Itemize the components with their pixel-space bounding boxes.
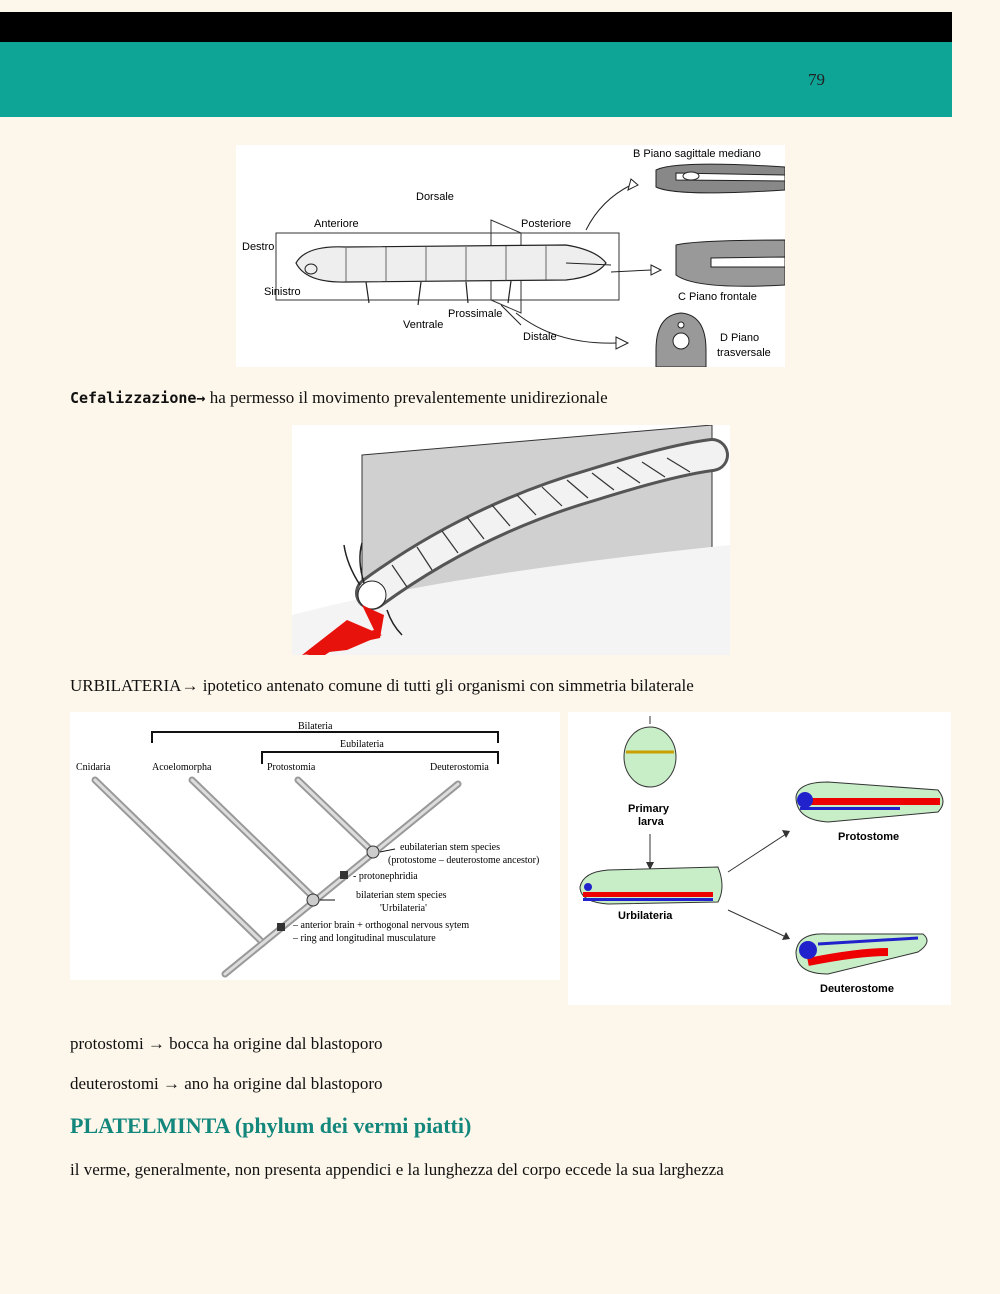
label-distale: Distale (523, 331, 557, 343)
tree-taxon-acoelomorpha: Acoelomorpha (152, 762, 212, 773)
tree-bilateria: Bilateria (298, 721, 333, 732)
label-ventrale: Ventrale (403, 319, 443, 331)
tree-taxon-protostomia: Protostomia (267, 762, 316, 773)
tree-note-protoneph: - protonephridia (353, 871, 418, 882)
tree-taxon-deuterostomia: Deuterostomia (430, 762, 489, 773)
label-piano-d: D Piano (720, 332, 759, 344)
tree-taxon-cnidaria: Cnidaria (76, 762, 111, 773)
cefalizzazione-keyword: Cefalizzazione→ (70, 389, 206, 407)
platelminta-text: il verme, generalmente, non presenta app… (70, 1160, 724, 1179)
label-prossimale: Prossimale (448, 308, 502, 320)
label-dorsale: Dorsale (416, 191, 454, 203)
tree-note-eubil2: (protostome – deuterostome ancestor) (388, 855, 539, 866)
tree-note-brain2: – ring and longitudinal musculature (292, 933, 436, 944)
protostomi-line: protostomi → bocca ha origine dal blasto… (70, 1034, 383, 1053)
header-black-bar (0, 12, 952, 42)
body-planes-figure: Dorsale Anteriore Posteriore Destro Sini… (236, 145, 785, 367)
label-sinistro: Sinistro (264, 286, 301, 298)
tree-note-bil2: 'Urbilateria' (380, 903, 427, 914)
tree-note-eubil1: eubilaterian stem species (400, 842, 500, 853)
label-urbilateria: Urbilateria (618, 910, 673, 922)
phylogeny-figure: Bilateria Eubilateria Cnidaria Acoelomor… (70, 712, 560, 980)
header-teal-bar (0, 42, 952, 117)
tree-note-bil1: bilaterian stem species (356, 890, 447, 901)
deuterostomi-line: deuterostomi → ano ha origine dal blasto… (70, 1074, 383, 1093)
label-protostome: Protostome (838, 831, 899, 843)
larva-figure: Primary larva Urbilateria Protostome Deu… (568, 712, 951, 1005)
label-larva: larva (638, 816, 665, 828)
urbilateria-line: URBILATERIA→ ipotetico antenato comune d… (70, 676, 694, 695)
label-deuterostome: Deuterostome (820, 983, 894, 995)
label-anteriore: Anteriore (314, 218, 359, 230)
label-piano-d2: trasversale (717, 347, 771, 359)
tree-eubilateria: Eubilateria (340, 739, 384, 750)
label-piano-c: C Piano frontale (678, 291, 757, 303)
cephalization-figure (292, 425, 730, 655)
cefalizzazione-line: Cefalizzazione→ ha permesso il movimento… (70, 388, 608, 408)
label-piano-b: B Piano sagittale mediano (633, 148, 761, 160)
label-posteriore: Posteriore (521, 218, 571, 230)
label-primary: Primary (628, 803, 670, 815)
tree-note-brain1: – anterior brain + orthogonal nervous sy… (292, 920, 469, 931)
label-destro: Destro (242, 241, 274, 253)
platelminta-heading: PLATELMINTA (phylum dei vermi piatti) (70, 1113, 472, 1138)
cefalizzazione-text: ha permesso il movimento prevalentemente… (205, 388, 608, 407)
page-number: 79 (808, 70, 825, 89)
